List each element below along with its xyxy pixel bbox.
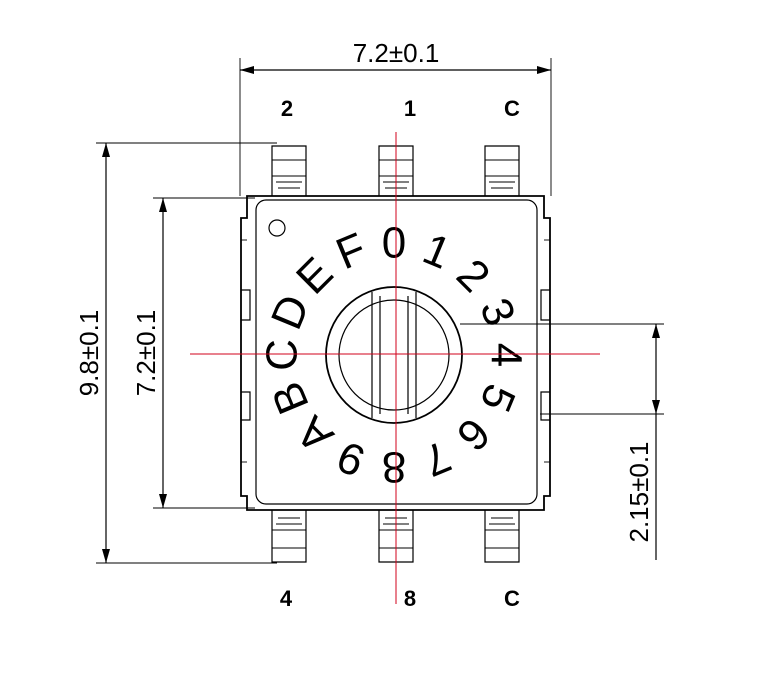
- top-width-label: 7.2±0.1: [353, 38, 440, 68]
- pin-label-top-middle: 1: [404, 96, 416, 121]
- pin-top-right: [484, 145, 520, 196]
- rotary-knob: [325, 286, 463, 424]
- dial-label-5: 5: [470, 377, 525, 418]
- dial-label-f: F: [329, 224, 373, 280]
- dial-label-9: 9: [330, 431, 371, 486]
- dial-label-0: 0: [382, 219, 406, 268]
- pin-label-bottom-middle: 8: [404, 586, 416, 611]
- body-height-label: 7.2±0.1: [131, 310, 161, 397]
- pin-one-indicator: [268, 219, 286, 237]
- pin-label-top-right: C: [504, 96, 520, 121]
- pin-top-left: [271, 145, 307, 196]
- overall-height-label: 9.8±0.1: [74, 310, 104, 397]
- pin-label-bottom-left: 4: [280, 586, 293, 611]
- pin-bottom-left: [271, 510, 307, 563]
- pin-label-bottom-right: C: [504, 586, 520, 611]
- overall-height-dimension: 9.8±0.1: [74, 142, 277, 564]
- dial-label-2: 2: [447, 250, 499, 302]
- dial-label-8: 8: [382, 443, 406, 492]
- dial-label-b: B: [262, 375, 319, 421]
- dial-label-3: 3: [470, 291, 525, 332]
- dial-label-c: C: [258, 339, 307, 371]
- offset-label: 2.15±0.1: [624, 441, 654, 542]
- dial-label-a: A: [287, 406, 343, 462]
- dial-label-7: 7: [416, 431, 457, 486]
- dial-label-e: E: [287, 248, 342, 303]
- offset-dimension: 2.15±0.1: [460, 323, 664, 560]
- pin-label-top-left: 2: [281, 96, 293, 121]
- dial-label-6: 6: [447, 408, 499, 460]
- body-height-dimension: 7.2±0.1: [131, 197, 255, 509]
- dial-label-1: 1: [416, 224, 457, 279]
- dial-label-d: D: [262, 288, 319, 336]
- center-lines: [190, 132, 600, 604]
- dial-label-4: 4: [482, 343, 531, 367]
- pin-bottom-right: [484, 510, 520, 563]
- top-width-dimension: 7.2±0.1: [239, 38, 552, 196]
